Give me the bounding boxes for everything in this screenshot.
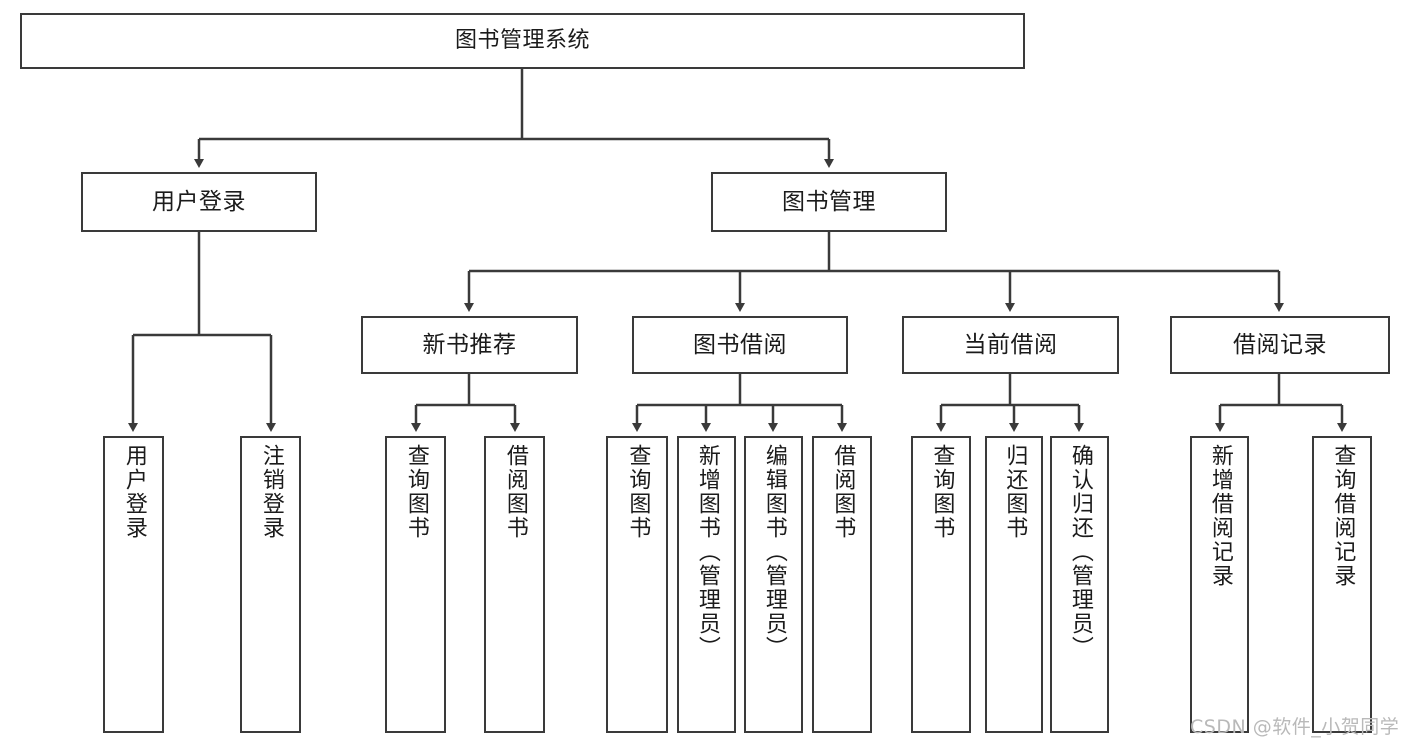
node-leaf-user-login-label: 用户登录 bbox=[121, 444, 147, 540]
node-leaf-add-borrow-record-label: 新增借阅记录 bbox=[1207, 444, 1233, 588]
node-leaf-add-borrow-record[interactable]: 新增借阅记录 bbox=[1190, 436, 1249, 733]
node-leaf-query-book-current[interactable]: 查询图书 bbox=[911, 436, 971, 733]
node-leaf-query-book-borrow[interactable]: 查询图书 bbox=[606, 436, 668, 733]
node-leaf-return-book-label: 归还图书 bbox=[1002, 444, 1028, 540]
node-leaf-query-borrow-record[interactable]: 查询借阅记录 bbox=[1312, 436, 1372, 733]
node-current-borrow-label: 当前借阅 bbox=[963, 331, 1058, 358]
node-book-borrow[interactable]: 图书借阅 bbox=[632, 316, 848, 374]
node-book-manage[interactable]: 图书管理 bbox=[711, 172, 947, 232]
node-leaf-query-book-rec[interactable]: 查询图书 bbox=[385, 436, 446, 733]
node-book-manage-label: 图书管理 bbox=[782, 188, 876, 215]
node-leaf-confirm-return-admin[interactable]: 确认归还（管理员） bbox=[1050, 436, 1109, 733]
node-leaf-add-book-admin[interactable]: 新增图书（管理员） bbox=[677, 436, 736, 733]
node-leaf-add-book-admin-label: 新增图书（管理员） bbox=[694, 444, 720, 660]
node-leaf-query-borrow-record-label: 查询借阅记录 bbox=[1330, 444, 1356, 588]
node-new-book-recommend-label: 新书推荐 bbox=[422, 331, 517, 358]
node-book-borrow-label: 图书借阅 bbox=[693, 331, 787, 358]
node-leaf-borrow-book-borrow[interactable]: 借阅图书 bbox=[812, 436, 872, 733]
node-user-login[interactable]: 用户登录 bbox=[81, 172, 317, 232]
node-leaf-query-book-current-label: 查询图书 bbox=[929, 444, 955, 540]
node-leaf-edit-book-admin[interactable]: 编辑图书（管理员） bbox=[744, 436, 803, 733]
node-leaf-logout-login-label: 注销登录 bbox=[258, 444, 284, 540]
node-root-label: 图书管理系统 bbox=[454, 27, 590, 53]
node-leaf-query-book-rec-label: 查询图书 bbox=[403, 444, 429, 540]
node-leaf-return-book[interactable]: 归还图书 bbox=[985, 436, 1043, 733]
node-leaf-query-book-borrow-label: 查询图书 bbox=[625, 444, 651, 540]
node-leaf-borrow-book-borrow-label: 借阅图书 bbox=[830, 444, 856, 540]
node-leaf-confirm-return-admin-label: 确认归还（管理员） bbox=[1067, 444, 1093, 660]
node-borrow-record[interactable]: 借阅记录 bbox=[1170, 316, 1390, 374]
node-borrow-record-label: 借阅记录 bbox=[1233, 331, 1327, 358]
node-leaf-borrow-book-rec-label: 借阅图书 bbox=[502, 444, 528, 540]
node-leaf-borrow-book-rec[interactable]: 借阅图书 bbox=[484, 436, 545, 733]
node-leaf-logout-login[interactable]: 注销登录 bbox=[240, 436, 301, 733]
node-current-borrow[interactable]: 当前借阅 bbox=[902, 316, 1119, 374]
node-leaf-edit-book-admin-label: 编辑图书（管理员） bbox=[761, 444, 787, 660]
node-user-login-label: 用户登录 bbox=[152, 188, 246, 215]
node-leaf-user-login[interactable]: 用户登录 bbox=[103, 436, 164, 733]
node-new-book-recommend[interactable]: 新书推荐 bbox=[361, 316, 578, 374]
node-root[interactable]: 图书管理系统 bbox=[20, 13, 1025, 69]
